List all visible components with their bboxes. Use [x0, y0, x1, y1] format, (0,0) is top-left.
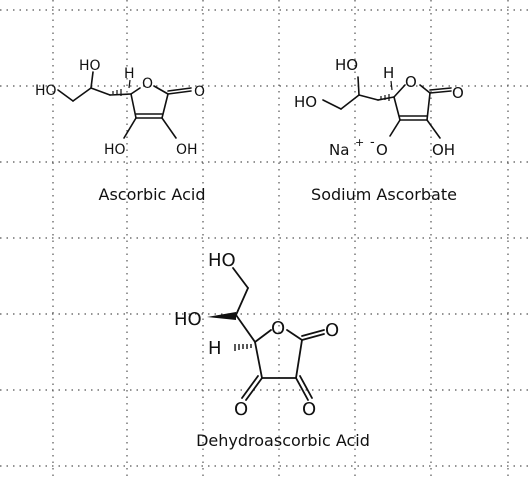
sodium-charge-plus: +	[355, 136, 364, 149]
ascorbic-atom-h: H	[124, 66, 135, 82]
dehydro-atom-ho-top: HO	[208, 250, 236, 271]
sodium-atom-ho-top: HO	[335, 56, 358, 74]
caption-ascorbic-acid: Ascorbic Acid	[98, 185, 206, 204]
dehydro-wedge-bond	[207, 312, 236, 320]
dehydro-atom-carbonyl-o-right: O	[325, 320, 339, 341]
dehydro-atom-h: H	[208, 338, 222, 359]
dehydro-atom-keto-o-left: O	[234, 399, 248, 420]
caption-sodium-ascorbate: Sodium Ascorbate	[311, 185, 457, 204]
ascorbic-atom-carbonyl-o: O	[194, 84, 205, 100]
sodium-atom-h: H	[383, 64, 394, 82]
sodium-atom-ring-o: O	[405, 73, 417, 91]
sodium-atom-ho-left: HO	[294, 93, 317, 111]
sodium-atom-oh-bottom: OH	[432, 141, 455, 159]
sodium-atom-o-minus: O	[376, 141, 388, 159]
ascorbic-atom-ho-left: HO	[35, 83, 57, 99]
ascorbic-atom-ho-top: HO	[79, 58, 101, 74]
sodium-charge-minus: -	[370, 135, 375, 150]
dehydro-atom-ring-o: O	[271, 318, 285, 339]
dehydro-atom-keto-o-right: O	[302, 399, 316, 420]
ascorbic-atom-oh-bottom: OH	[176, 142, 198, 158]
ascorbic-atom-ho-bottom: HO	[104, 142, 126, 158]
ascorbic-atom-ring-o: O	[142, 76, 153, 92]
sodium-atom-carbonyl-o: O	[452, 84, 464, 102]
sodium-atom-na: Na	[329, 141, 349, 159]
dehydro-atom-ho-wedge: HO	[174, 309, 202, 330]
caption-dehydroascorbic-acid: Dehydroascorbic Acid	[196, 431, 370, 450]
